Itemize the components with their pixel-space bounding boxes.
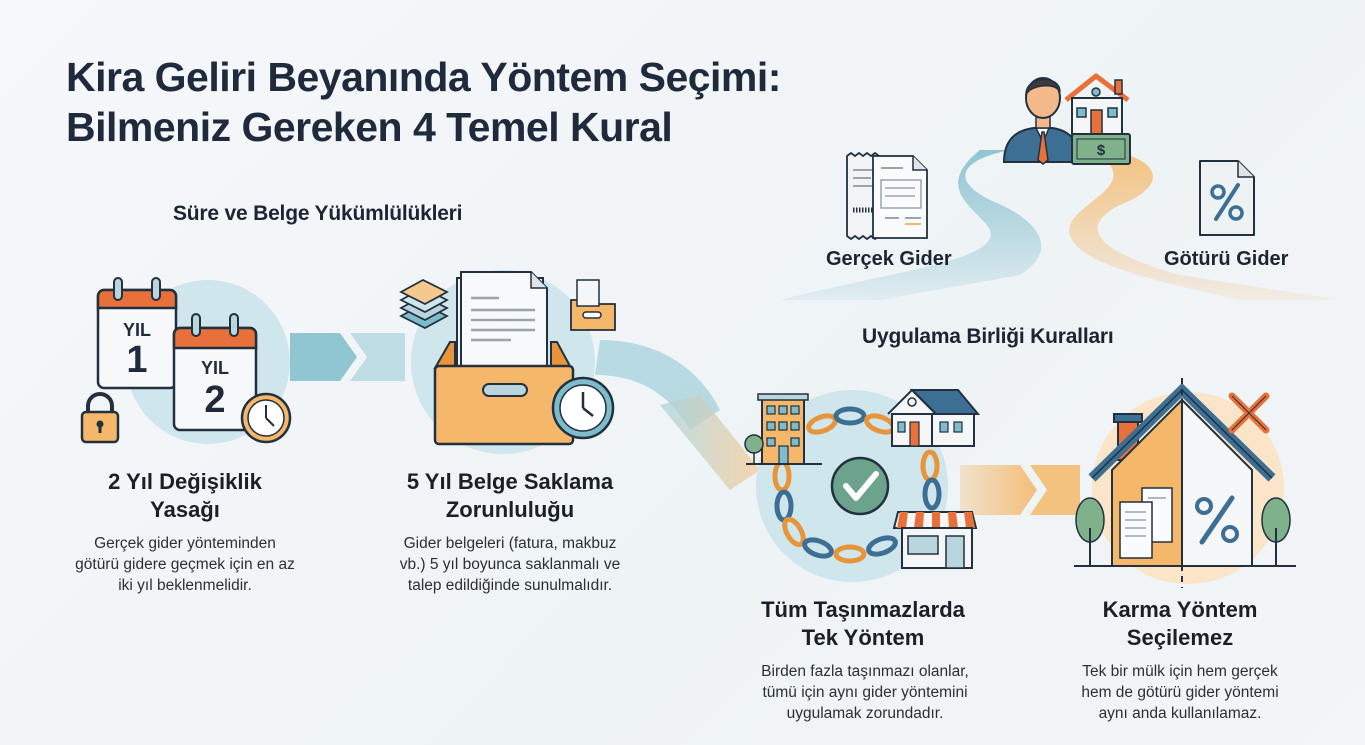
percent-document-icon bbox=[1196, 157, 1258, 239]
chained-properties-check-icon bbox=[742, 376, 982, 586]
landlord-house-money-icon: $ bbox=[1000, 62, 1135, 167]
card-title-tek-yontem: Tüm Taşınmazlarda Tek Yöntem bbox=[761, 597, 965, 650]
section-title-uygulama-birligi: Uygulama Birliği Kuralları bbox=[862, 325, 1114, 348]
svg-text:YIL: YIL bbox=[123, 320, 151, 340]
card-desc-tek-yontem: Birden fazla taşınmazı olanlar, tümü içi… bbox=[761, 663, 969, 722]
option-label-goturu-gider: Götürü Gider bbox=[1164, 248, 1289, 270]
card-desc-2-yil-degisiklik: Gerçek gider yönteminden götürü gidere g… bbox=[75, 535, 295, 594]
archive-box-clock-icon bbox=[395, 258, 625, 458]
card-desc-5-yil-belge: Gider belgeleri (fatura, makbuz vb.) 5 y… bbox=[399, 535, 621, 594]
svg-text:1: 1 bbox=[126, 339, 147, 381]
calendar-lock-clock-icon: YIL 1 YIL 2 bbox=[78, 262, 298, 452]
card-title-5-yil-belge: 5 Yıl Belge Saklama Zorunluluğu bbox=[406, 469, 614, 522]
split-house-cross-icon bbox=[1070, 378, 1300, 588]
option-label-gercek-gider: Gerçek Gider bbox=[826, 248, 952, 270]
section-title-sure-belge: Süre ve Belge Yükümlülükleri bbox=[173, 202, 463, 225]
svg-text:2: 2 bbox=[204, 379, 225, 421]
card-desc-karma-yontem: Tek bir mülk için hem gerçek hem de götü… bbox=[1081, 663, 1279, 722]
svg-text:$: $ bbox=[1097, 142, 1106, 159]
card-title-2-yil-degisiklik: 2 Yıl Değişiklik Yasağı bbox=[108, 469, 262, 522]
card-title-karma-yontem: Karma Yöntem Seçilemez bbox=[1102, 597, 1258, 650]
title-line-1: Kira Geliri Beyanında Yöntem Seçimi: bbox=[66, 54, 781, 100]
svg-text:YIL: YIL bbox=[201, 358, 229, 378]
receipt-documents-icon bbox=[843, 152, 938, 242]
title-line-2: Bilmeniz Gereken 4 Temel Kural bbox=[66, 104, 673, 150]
page-title: Kira Geliri Beyanında Yöntem Seçimi: Bil… bbox=[66, 52, 781, 152]
